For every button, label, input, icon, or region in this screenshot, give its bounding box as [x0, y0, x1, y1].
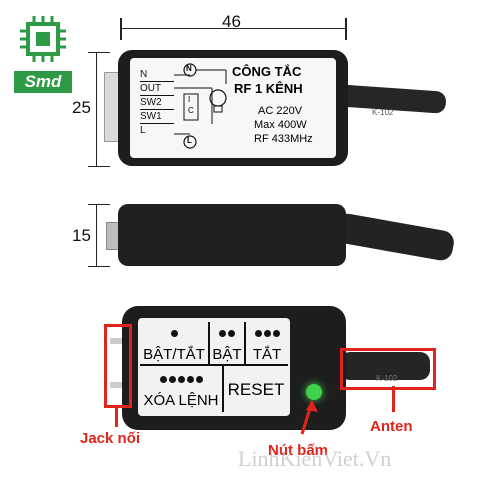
- dot-row: [140, 324, 208, 342]
- side-height-dimension: 15: [72, 226, 91, 245]
- terminal-sw1: SW1: [140, 110, 174, 124]
- spec-voltage: AC 220V: [258, 105, 303, 117]
- lightbulb-icon: [209, 89, 227, 113]
- cell-label-on: BẬT: [212, 346, 242, 363]
- bottom-cable-text: K-102: [376, 374, 398, 383]
- terminal-l: L: [140, 125, 146, 136]
- cell-label-clear: XÓA LỆNH: [143, 392, 219, 409]
- dot-icon: [272, 330, 280, 337]
- terminal-list: N OUT SW2 SW1 L: [140, 68, 174, 137]
- push-button-led[interactable]: [306, 384, 322, 400]
- jack-highlight: [104, 324, 132, 408]
- height-dimension: 25: [72, 98, 91, 117]
- brand-logo: Smd: [14, 14, 72, 93]
- spec-rf: RF 433MHz: [254, 133, 313, 145]
- bottom-cable: [340, 352, 430, 380]
- jack-pins: [110, 330, 122, 400]
- button-cell-on-off: BẬT/TẮT: [140, 324, 208, 363]
- button-cell-on: BẬT: [210, 324, 244, 363]
- terminal-n: N: [140, 68, 174, 82]
- button-cell-reset: RESET: [224, 380, 288, 400]
- dot-icon: [195, 376, 203, 383]
- terminal-sw2: SW2: [140, 96, 174, 110]
- dot-icon: [186, 376, 194, 383]
- button-cell-clear: XÓA LỆNH: [140, 370, 222, 409]
- button-annotation: Nút bấm: [268, 442, 328, 459]
- dot-icon: [263, 330, 271, 337]
- side-view-body: [118, 204, 346, 266]
- jack-annotation: Jack nối: [80, 430, 141, 447]
- dot-icon: [168, 376, 176, 383]
- dot-icon: [177, 376, 185, 383]
- top-view-label: [130, 58, 336, 158]
- dot-icon: [254, 330, 262, 337]
- spec-power: Max 400W: [254, 119, 307, 131]
- cell-label-reset: RESET: [227, 380, 285, 399]
- dot-icon: [228, 330, 235, 337]
- dot-row: [246, 324, 288, 342]
- width-dimension: 46: [222, 12, 241, 31]
- product-title-line2: RF 1 KÊNH: [234, 81, 303, 96]
- wiring-diagram: [174, 63, 227, 149]
- top-cable-text: K-102: [372, 108, 394, 117]
- cell-label-off: TẮT: [252, 346, 282, 363]
- logo-text: Smd: [14, 71, 72, 93]
- chip-icon: [20, 16, 66, 62]
- antenna-annotation: Anten: [370, 418, 413, 435]
- antenna-highlight: [340, 348, 436, 390]
- l-symbol: L: [187, 136, 192, 145]
- cell-label-on-off: BẬT/TẮT: [143, 346, 205, 363]
- side-cable: [332, 211, 456, 263]
- arrow-icon: [300, 400, 318, 435]
- dot-icon: [219, 330, 226, 337]
- button-cell-off: TẮT: [246, 324, 288, 363]
- dot-icon: [170, 330, 178, 337]
- switch-symbol-i: I: [188, 95, 191, 104]
- product-title-line1: CÔNG TẮC: [232, 64, 302, 79]
- dot-row: [210, 324, 244, 342]
- terminal-out: OUT: [140, 82, 174, 96]
- dot-icon: [159, 376, 167, 383]
- switch-symbol-c: C: [188, 106, 194, 115]
- n-symbol: N: [186, 64, 192, 73]
- dot-row: [140, 370, 222, 388]
- watermark: LinhKienViet.Vn: [238, 446, 392, 471]
